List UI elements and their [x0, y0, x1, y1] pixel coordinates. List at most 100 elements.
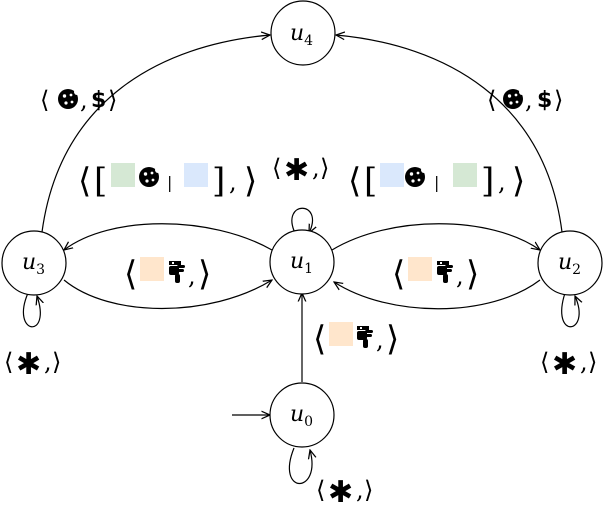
close-angle: ⟩: [512, 161, 525, 201]
node-u1: u1: [269, 229, 335, 295]
node-u2: u2: [537, 230, 603, 296]
comma: ,: [312, 154, 320, 182]
loop-u0: [288, 447, 312, 484]
open-angle: ⟨: [272, 154, 281, 182]
left-bracket: [: [94, 161, 107, 201]
loop-u3: [22, 292, 40, 328]
label-u1-u2: ⟨ [ | ] , ⟩: [348, 161, 525, 201]
cookie-icon: [58, 89, 80, 109]
pointing-hand-icon: [169, 261, 185, 283]
node-u3-label: u: [22, 250, 36, 275]
separator-bar: |: [167, 173, 172, 192]
close-angle: ⟩: [466, 254, 479, 294]
orange-square: [408, 257, 432, 281]
open-angle: ⟨: [4, 348, 13, 376]
comma: ,: [44, 348, 52, 376]
svg-text:u4: u4: [290, 21, 313, 49]
edge-u3-u4: [41, 35, 270, 233]
asterisk-icon: ✱: [16, 347, 41, 382]
right-bracket: ]: [481, 161, 494, 201]
comma: ,: [525, 86, 533, 114]
node-u0-label: u: [290, 402, 304, 427]
comma: ,: [498, 168, 506, 196]
open-angle: ⟨: [313, 319, 326, 359]
comma: ,: [356, 476, 364, 504]
blue-square: [380, 163, 404, 187]
asterisk-icon: ✱: [328, 475, 353, 508]
orange-square: [140, 257, 164, 281]
dollar-icon: $: [91, 88, 106, 113]
close-angle: ⟩: [588, 348, 597, 376]
loop-u2: [561, 292, 579, 328]
open-angle: ⟨: [540, 348, 549, 376]
label-u1-u3: ⟨ [ | ] , ⟩: [78, 161, 257, 201]
edge-u1-u2: [331, 223, 540, 250]
close-angle: ⟩: [52, 348, 61, 376]
label-loop-u3: ⟨ ✱ , ⟩: [4, 347, 61, 382]
open-angle: ⟨: [348, 161, 361, 201]
open-angle: ⟨: [487, 86, 496, 114]
right-bracket: ]: [212, 161, 225, 201]
green-square: [453, 163, 477, 187]
edge-u1-u3: [64, 223, 273, 250]
comma: ,: [80, 86, 88, 114]
node-u2-sub: 2: [572, 262, 581, 278]
loop-u1: [291, 207, 313, 233]
cookie-icon: [503, 89, 525, 109]
close-angle: ⟩: [108, 86, 117, 114]
comma: ,: [456, 262, 464, 290]
node-u3-sub: 3: [36, 262, 45, 278]
comma: ,: [376, 326, 384, 354]
pointing-hand-icon: [437, 261, 453, 283]
edge-u3-u1: [63, 280, 272, 310]
separator-bar: |: [434, 173, 439, 192]
open-angle: ⟨: [78, 161, 91, 201]
close-angle: ⟩: [198, 254, 211, 294]
orange-square: [329, 322, 353, 346]
open-angle: ⟨: [316, 476, 325, 504]
label-loop-u2: ⟨ ✱ , ⟩: [540, 347, 597, 382]
close-angle: ⟩: [364, 476, 373, 504]
svg-text:u2: u2: [558, 250, 581, 278]
comma: ,: [188, 262, 196, 290]
comma: ,: [229, 168, 237, 196]
cookie-icon: [405, 167, 427, 187]
node-u1-sub: 1: [304, 261, 313, 277]
node-u0-sub: 0: [304, 414, 313, 430]
cookie-icon: [139, 167, 161, 187]
node-u3: u3: [1, 230, 67, 296]
open-angle: ⟨: [392, 254, 405, 294]
label-loop-u1: ⟨ ✱ , ⟩: [272, 153, 329, 188]
asterisk-icon: ✱: [552, 347, 577, 382]
close-angle: ⟩: [244, 161, 257, 201]
blue-square: [184, 163, 208, 187]
svg-text:u0: u0: [290, 402, 313, 430]
asterisk-icon: ✱: [284, 153, 309, 188]
svg-text:u3: u3: [22, 250, 45, 278]
node-u4-sub: 4: [304, 33, 313, 49]
label-u2-u4: ⟨ , $ ⟩: [487, 86, 563, 114]
label-u3-u1: ⟨ , ⟩: [124, 254, 211, 294]
edge-u2-u1: [334, 279, 541, 310]
node-u4: u4: [270, 0, 336, 66]
edge-u2-u4: [336, 35, 563, 233]
label-u0-u1: ⟨ , ⟩: [313, 319, 399, 359]
label-u2-u1: ⟨ , ⟩: [392, 254, 479, 294]
node-u0: u0: [269, 382, 335, 448]
pointing-hand-icon: [357, 326, 373, 348]
close-angle: ⟩: [554, 86, 563, 114]
open-angle: ⟨: [40, 86, 49, 114]
close-angle: ⟩: [386, 319, 399, 359]
node-u4-label: u: [290, 21, 304, 46]
svg-text:u1: u1: [290, 249, 313, 277]
comma: ,: [580, 348, 588, 376]
dollar-icon: $: [537, 88, 552, 113]
open-angle: ⟨: [124, 254, 137, 294]
green-square: [111, 163, 135, 187]
label-u3-u4: ⟨ , $ ⟩: [40, 86, 117, 114]
node-u1-label: u: [290, 249, 304, 274]
close-angle: ⟩: [320, 154, 329, 182]
label-loop-u0: ⟨ ✱ , ⟩: [316, 475, 373, 508]
